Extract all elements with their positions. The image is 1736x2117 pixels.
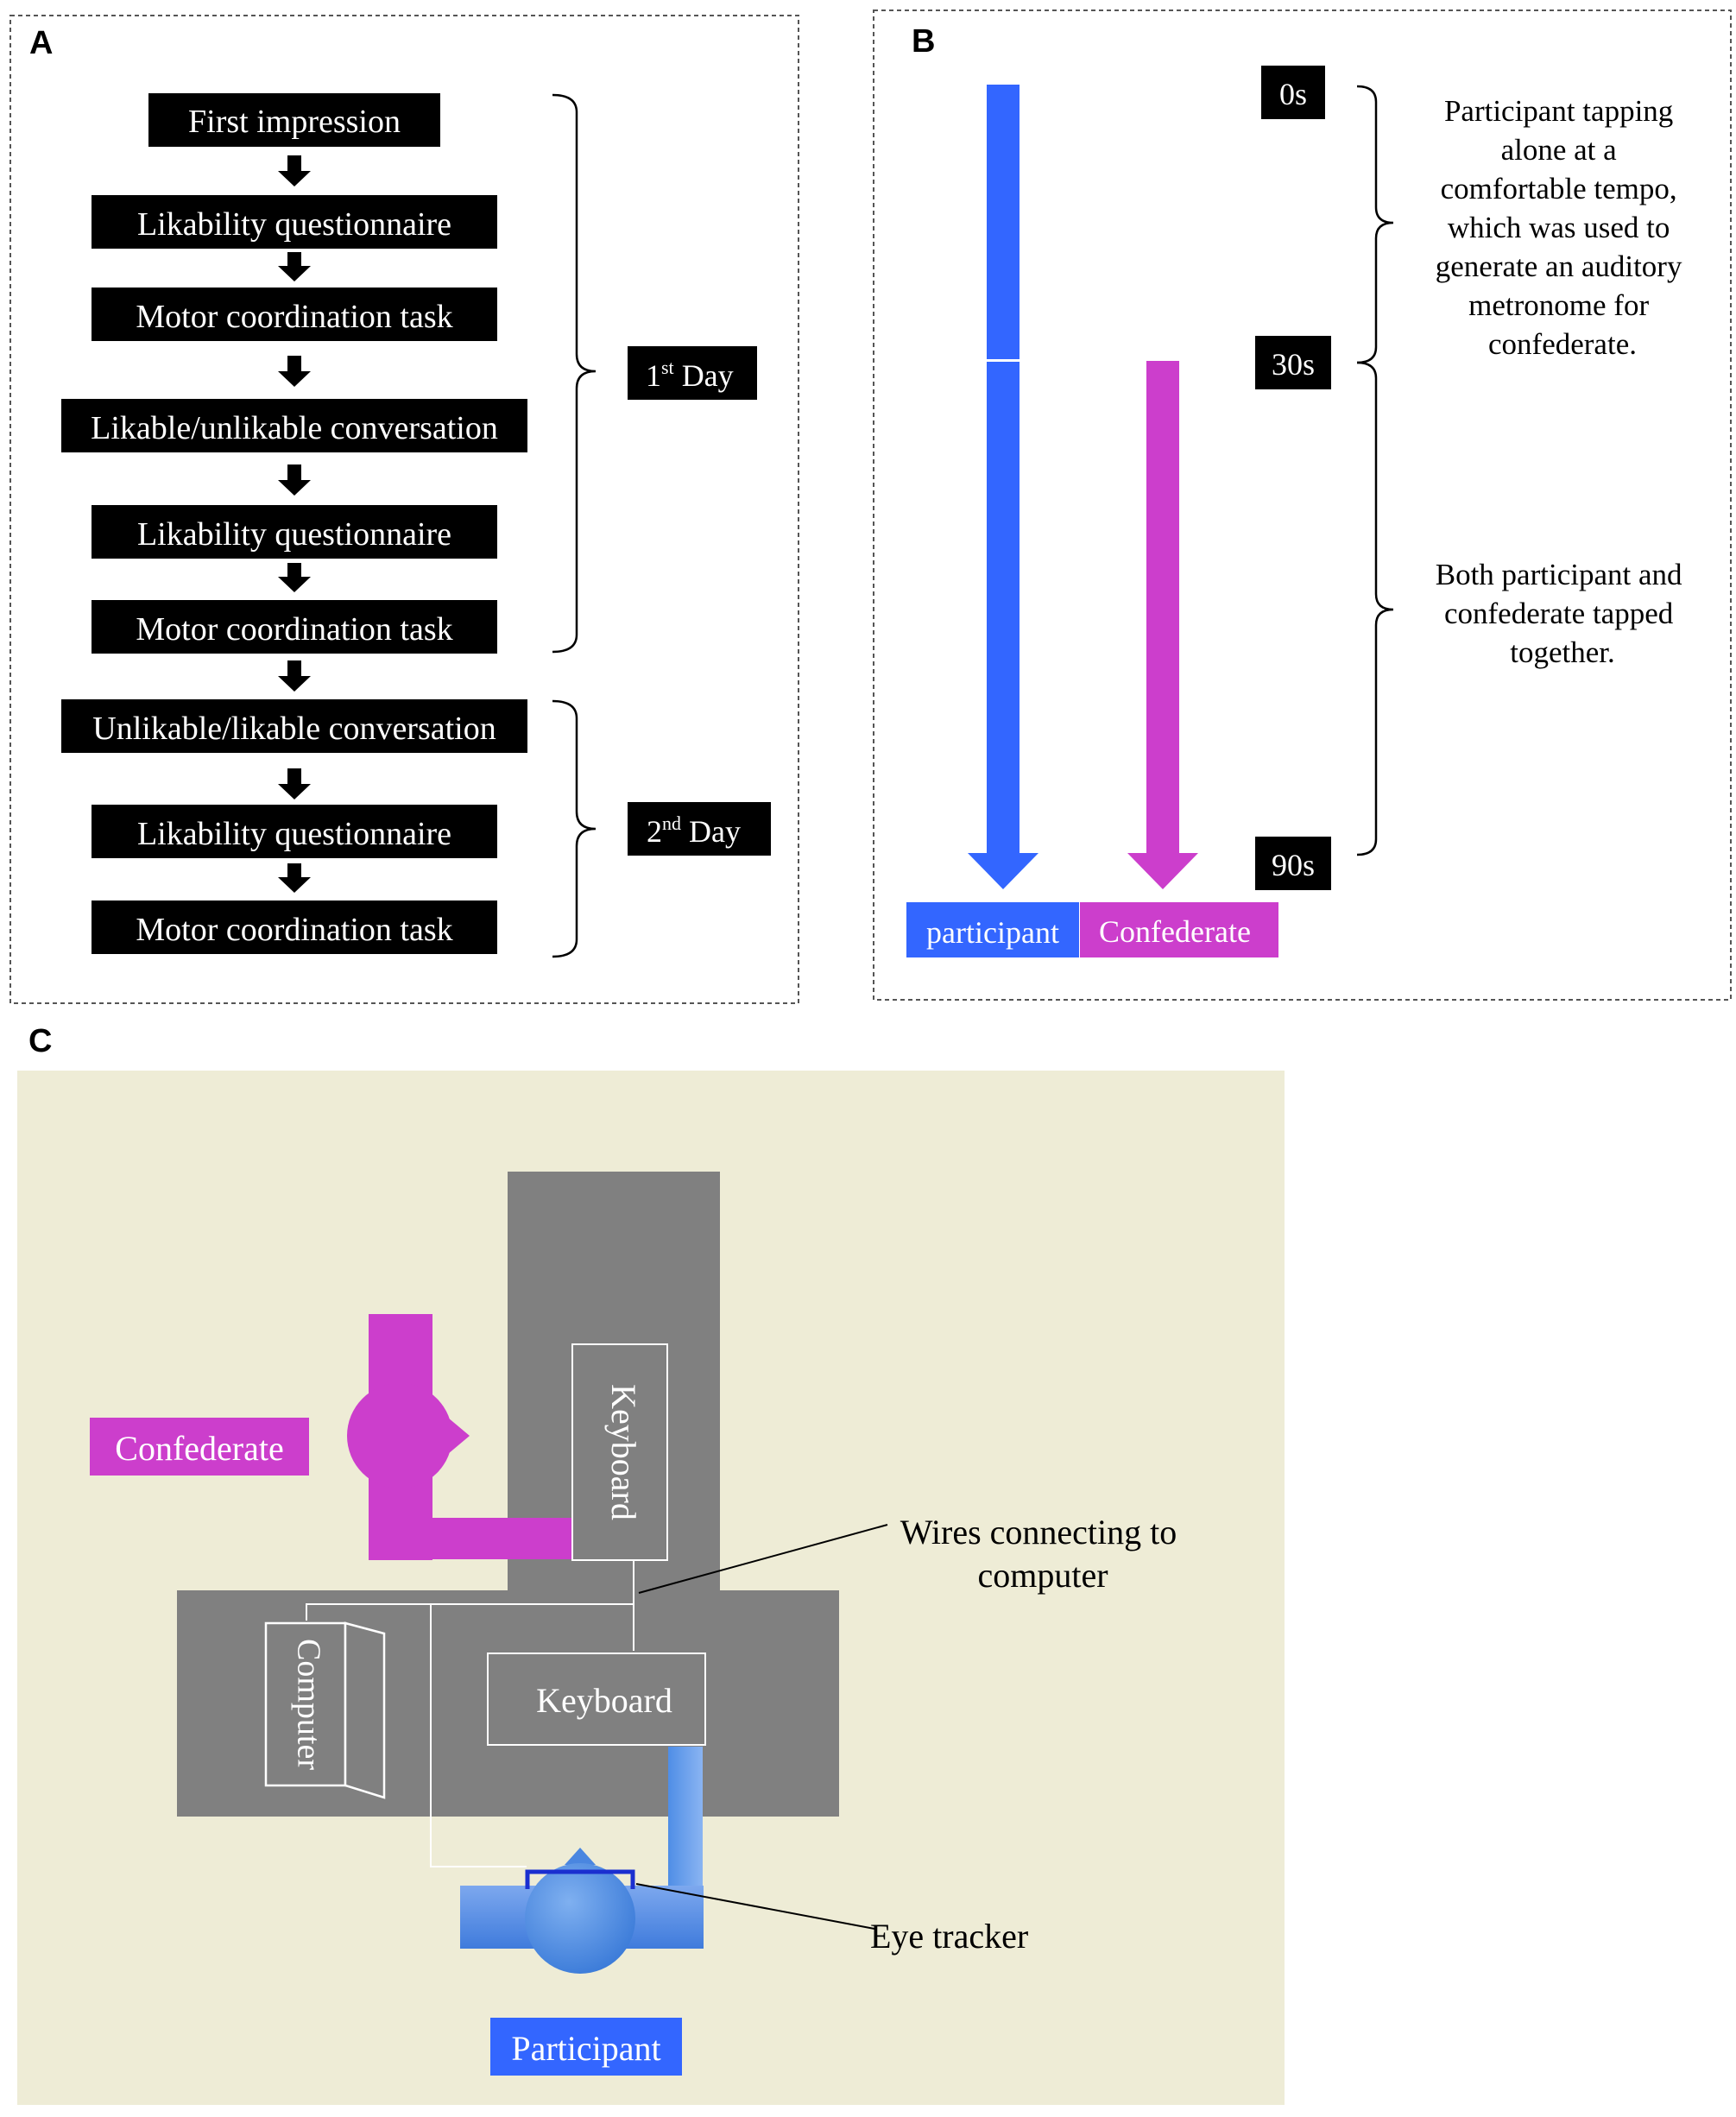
confederate-label: Confederate — [90, 1418, 309, 1476]
panel-a: A First impression Likability questionna… — [9, 15, 799, 1004]
wires-leader-line — [638, 1524, 888, 1594]
phase1-line: Participant tapping — [1444, 94, 1673, 128]
panel-b: B 0s 30s 90s Participant t — [873, 9, 1732, 1001]
phase1-line: comfortable tempo, — [1441, 172, 1677, 205]
arrow-down-icon — [278, 464, 311, 496]
day2-suffix: nd — [662, 812, 681, 834]
svg-text:2nd Day: 2nd Day — [647, 812, 741, 849]
day1-number: 1 — [646, 358, 661, 393]
legend-confederate-label: Confederate — [1099, 914, 1251, 949]
time-label: 30s — [1272, 347, 1315, 382]
flow-step-2: Likability questionnaire — [92, 195, 497, 249]
phase1-line: generate an auditory — [1436, 250, 1682, 283]
computer-label: Computer — [290, 1639, 326, 1770]
flow-step-label: Motor coordination task — [136, 912, 452, 948]
flow-step-4: Likable/unlikable conversation — [61, 399, 527, 452]
flow-step-label: Motor coordination task — [136, 611, 452, 648]
participant-keyboard: Keyboard — [487, 1653, 706, 1746]
phase2-line: confederate tapped — [1444, 597, 1674, 630]
flow-step-9: Motor coordination task — [92, 901, 497, 954]
arrow-down-icon — [278, 660, 311, 692]
time-marker-0s: 0s — [1261, 66, 1325, 119]
panel-b-letter: B — [912, 23, 935, 60]
eye-tracker-leader-line — [635, 1883, 875, 1930]
wires-label-line: Wires connecting to — [900, 1513, 1177, 1551]
legend-participant: participant — [906, 902, 1079, 957]
phase1-line: metronome for — [1468, 288, 1649, 322]
panel-a-frame — [9, 15, 799, 1004]
confederate-timeline-arrow — [1127, 361, 1198, 889]
time-marker-90s: 90s — [1255, 837, 1331, 890]
day2-word: Day — [681, 814, 741, 849]
flow-step-1: First impression — [148, 93, 440, 147]
flow-step-label: Likability questionnaire — [137, 816, 451, 852]
day2-label: 2nd Day — [628, 802, 771, 856]
day2-number: 2 — [647, 814, 662, 849]
flow-step-3: Motor coordination task — [92, 288, 497, 341]
participant-figure — [460, 1747, 704, 1974]
confederate-keyboard-label: Keyboard — [604, 1384, 643, 1520]
eye-tracker-icon — [525, 1869, 635, 1889]
time-label: 90s — [1272, 848, 1315, 882]
flow-step-label: Motor coordination task — [136, 299, 452, 335]
wires-label: Wires connecting to computer — [900, 1513, 1186, 1595]
phase1-description: Participant tapping alone at a comfortab… — [1436, 94, 1689, 361]
participant-timeline-arrow — [968, 85, 1038, 889]
svg-text:1st Day: 1st Day — [646, 357, 734, 393]
computer: Computer — [264, 1621, 386, 1799]
panel-c: C Keyboard Computer — [17, 1023, 1285, 2105]
wires-label-line: computer — [977, 1556, 1108, 1595]
panel-a-letter: A — [29, 25, 53, 61]
flow-step-label: Unlikable/likable conversation — [92, 711, 496, 747]
flow-step-5: Likability questionnaire — [92, 505, 497, 559]
confederate-figure — [347, 1314, 572, 1560]
panel-b-frame — [873, 9, 1732, 1001]
day1-suffix: st — [661, 357, 674, 378]
participant-label: Participant — [490, 2018, 682, 2076]
arrow-down-icon — [278, 252, 311, 281]
eye-tracker-label: Eye tracker — [870, 1917, 1028, 1956]
flow-step-label: Likability questionnaire — [137, 516, 451, 553]
confederate-label-text: Confederate — [115, 1429, 283, 1468]
arrow-down-icon — [278, 356, 311, 387]
flow-step-6: Motor coordination task — [92, 600, 497, 654]
flow-step-label: First impression — [188, 104, 401, 140]
confederate-keyboard: Keyboard — [571, 1343, 668, 1561]
panel-c-letter: C — [28, 1023, 52, 1059]
phase1-line: confederate. — [1488, 327, 1637, 361]
participant-keyboard-label: Keyboard — [536, 1681, 672, 1720]
day2-brace — [552, 699, 597, 958]
phase2-description: Both participant and confederate tapped … — [1436, 558, 1690, 669]
legend-participant-label: participant — [926, 915, 1059, 950]
phase1-brace — [1356, 85, 1394, 364]
legend-confederate: Confederate — [1080, 902, 1278, 957]
flow-arrows — [278, 155, 311, 893]
arrow-down-icon — [278, 563, 311, 592]
phase1-line: which was used to — [1448, 211, 1670, 244]
flow-step-7: Unlikable/likable conversation — [61, 699, 527, 753]
wires — [306, 1560, 634, 1867]
phase2-line: Both participant and — [1436, 558, 1682, 591]
arrow-down-icon — [278, 155, 311, 186]
flow-step-label: Likability questionnaire — [137, 206, 451, 243]
time-marker-30s: 30s — [1255, 336, 1331, 389]
day1-label: 1st Day — [628, 346, 757, 400]
flow-step-8: Likability questionnaire — [92, 805, 497, 858]
phase2-brace — [1356, 361, 1394, 856]
arrow-down-icon — [278, 768, 311, 799]
participant-label-text: Participant — [511, 2029, 660, 2068]
day1-brace — [552, 93, 597, 654]
phase2-line: together. — [1510, 635, 1615, 669]
phase1-line: alone at a — [1501, 133, 1618, 167]
flow-step-label: Likable/unlikable conversation — [91, 410, 498, 446]
time-label: 0s — [1279, 77, 1307, 111]
arrow-down-icon — [278, 863, 311, 893]
day1-word: Day — [674, 358, 734, 393]
